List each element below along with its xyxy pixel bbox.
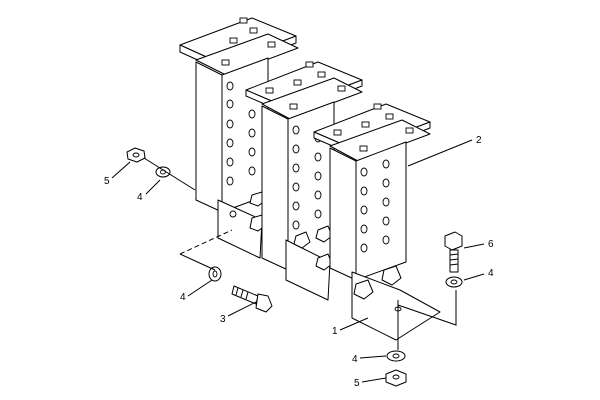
left-nut-upper xyxy=(126,147,146,163)
callout-3: 3 xyxy=(220,314,226,325)
left-washer-upper xyxy=(155,166,171,178)
axis-line-left-upper xyxy=(143,157,196,191)
callout-5-left: 5 xyxy=(104,176,110,187)
callout-5-bottom: 5 xyxy=(354,378,360,389)
callout-4-left-lower: 4 xyxy=(180,292,186,303)
bracket-front xyxy=(313,103,441,341)
dash-line-left xyxy=(179,229,233,255)
left-washer-lower xyxy=(208,266,222,282)
right-bolt xyxy=(444,231,463,273)
right-washer-lower xyxy=(386,350,406,362)
bracket-back xyxy=(179,17,299,259)
right-washer-upper xyxy=(445,276,463,288)
callout-4-left-upper: 4 xyxy=(137,192,143,203)
axis-line-right xyxy=(397,290,457,326)
callout-4-bottom: 4 xyxy=(352,354,358,365)
axis-line-left-lower xyxy=(179,253,216,271)
callout-2: 2 xyxy=(476,135,482,146)
bracket-middle xyxy=(245,61,363,301)
left-bolt xyxy=(231,285,273,313)
leader-lines xyxy=(111,139,485,383)
callout-4-right: 4 xyxy=(488,268,494,279)
right-nut-lower xyxy=(385,369,407,387)
callout-6: 6 xyxy=(488,239,494,250)
callout-1: 1 xyxy=(332,326,338,337)
